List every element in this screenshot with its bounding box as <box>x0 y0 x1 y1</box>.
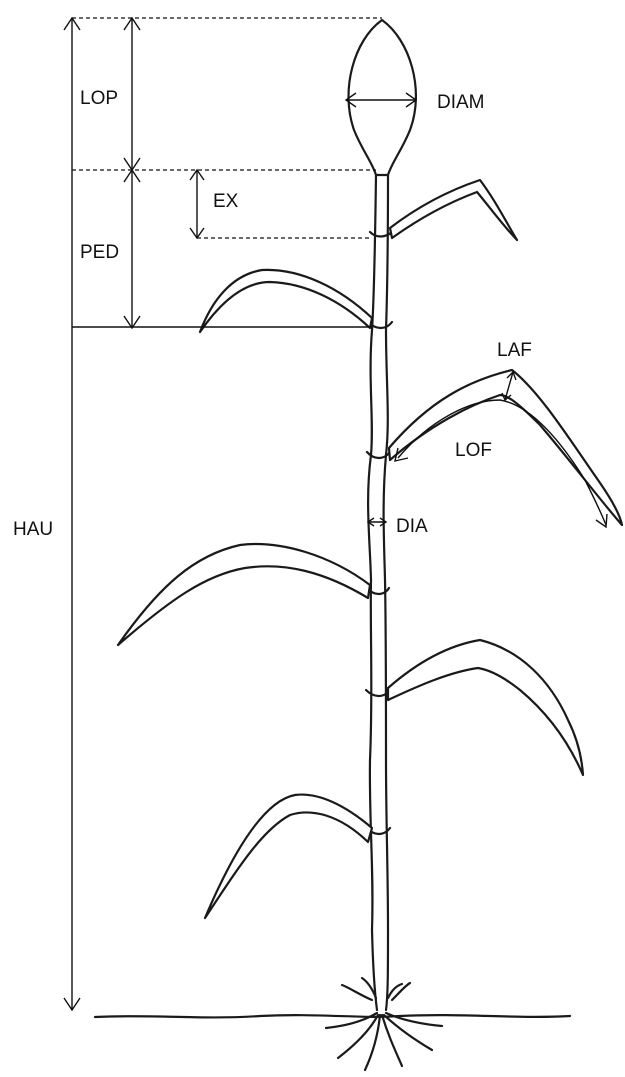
roots <box>326 978 442 1070</box>
label-lof: LOF <box>455 440 492 461</box>
leaf-2 <box>200 270 372 332</box>
leaf-3 <box>389 370 622 525</box>
ped-measure <box>124 170 140 328</box>
label-laf: LAF <box>497 340 532 361</box>
leaf-4 <box>118 544 370 645</box>
panicle <box>349 20 416 175</box>
leaf-1 <box>390 180 517 240</box>
leaf-6 <box>205 795 372 918</box>
lop-measure <box>124 18 140 170</box>
label-ex: EX <box>213 191 239 212</box>
label-dia: DIA <box>396 516 428 537</box>
ground-line <box>95 1015 570 1017</box>
label-ped: PED <box>80 242 119 263</box>
hau-measure <box>64 18 80 1010</box>
label-diam: DIAM <box>437 92 485 113</box>
label-hau: HAU <box>13 519 53 540</box>
label-lop: LOP <box>80 88 118 109</box>
leaf-5 <box>388 640 583 775</box>
